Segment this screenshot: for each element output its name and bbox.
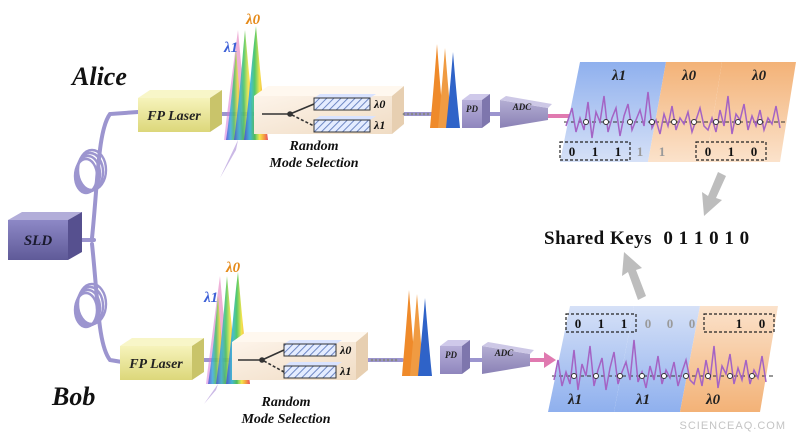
alice-adc-label: ADC	[512, 102, 533, 112]
alice-bit-7: 1	[728, 144, 735, 159]
alice-panel-lambda1	[560, 62, 666, 162]
shared-keys-label: Shared Keys	[544, 228, 653, 249]
alice-signal-panel: λ1 λ0 λ0 0 1 1 1 1 0 1 0	[559, 62, 796, 162]
bob-lambda1-label: λ1	[203, 290, 218, 306]
bob-pd-label: PD	[445, 350, 457, 360]
alice-bit-5: 1	[659, 144, 666, 159]
bob-bit-2: 1	[598, 316, 605, 331]
sld-source: SLD	[8, 212, 82, 260]
fiber-coil-alice	[73, 148, 108, 195]
bob-signal-trace	[553, 339, 767, 391]
bob-selector-caption: Random Mode Selection	[216, 394, 356, 428]
alice-grating-lambda0	[313, 94, 376, 111]
alice-selector-caption-line2: Mode Selection	[269, 156, 359, 171]
alice-photodetector: PD	[462, 94, 490, 128]
alice-bits-box-2	[695, 141, 767, 161]
alice-selector-lambda0: λ0	[373, 97, 385, 111]
bob-mode-selector: λ0 λ1	[232, 332, 368, 380]
alice-mode-selector: λ0 λ1	[254, 86, 404, 134]
shared-keys-value: 0 1 1 0 1 0	[663, 228, 750, 249]
sld-label: SLD	[24, 233, 53, 249]
alice-bit-3: 1	[615, 144, 622, 159]
bob-bit-1: 0	[575, 316, 582, 331]
alice-pd-label: PD	[466, 104, 478, 114]
bob-signal-panel: 0 1 1 0 0 0 1 0 λ1 λ1 λ0	[548, 306, 778, 412]
bob-bits-box-1	[565, 313, 637, 333]
fiber-to-alice	[90, 110, 140, 240]
alice-signal-trace	[565, 91, 781, 139]
alice-panel-lambda0-b	[706, 62, 796, 162]
alice-to-keys-arrow	[702, 172, 726, 216]
alice-sample-markers	[583, 119, 763, 125]
alice-bit-1: 0	[569, 144, 576, 159]
alice-selector-caption: Random Mode Selection	[244, 138, 384, 172]
bob-dots	[370, 358, 398, 362]
bob-pulses	[402, 290, 432, 376]
bob-selector-lambda1: λ1	[339, 364, 351, 378]
bob-bit-8: 0	[759, 316, 766, 331]
bob-selector-lambda0: λ0	[339, 343, 351, 357]
alice-bits-box-1	[559, 141, 631, 161]
bob-adc-label: ADC	[494, 348, 515, 358]
alice-panel-label-3: λ0	[751, 68, 767, 84]
bob-spectrum: λ1 λ0	[203, 260, 250, 404]
bob-panel-label-1: λ1	[567, 392, 582, 408]
alice-lambda1-label: λ1	[223, 40, 238, 56]
alice-selector-lambda1: λ1	[373, 118, 385, 132]
alice-grating-lambda1	[313, 116, 376, 133]
alice-fp-laser: FP Laser	[138, 90, 222, 132]
bob-to-keys-arrow	[622, 252, 646, 300]
alice-title: Alice	[72, 62, 127, 91]
bob-grating-lambda1	[283, 362, 342, 379]
bob-panel-label-2: λ1	[635, 392, 650, 408]
alice-fp-laser-label: FP Laser	[146, 109, 201, 124]
bob-photodetector: PD	[440, 340, 470, 374]
bob-fp-laser-label: FP Laser	[128, 357, 183, 372]
bob-adc: ADC	[482, 342, 556, 374]
alice-bit-6: 0	[705, 144, 712, 159]
alice-dots	[402, 112, 430, 116]
bob-bit-6: 0	[689, 316, 696, 331]
bob-adc-arrow	[530, 352, 556, 368]
alice-selector-caption-line1: Random	[289, 139, 339, 154]
watermark: SCIENCEAQ.COM	[679, 420, 786, 432]
bob-fp-laser: FP Laser	[120, 338, 204, 380]
bob-bit-7: 1	[736, 316, 743, 331]
alice-bit-2: 1	[592, 144, 599, 159]
alice-panel-label-2: λ0	[681, 68, 697, 84]
alice-pulses	[430, 44, 460, 128]
alice-lambda0-label: λ0	[245, 12, 261, 28]
fiber-coil-bob	[73, 282, 108, 329]
bob-grating-lambda0	[283, 340, 342, 357]
alice-panel-label-1: λ1	[611, 68, 626, 84]
alice-bit-8: 0	[751, 144, 758, 159]
alice-panel-lambda0-a	[648, 62, 722, 162]
alice-bit-4: 1	[637, 144, 644, 159]
bob-selector-caption-line2: Mode Selection	[241, 412, 331, 427]
bob-title: Bob	[52, 382, 96, 411]
bob-bit-3: 1	[621, 316, 628, 331]
bob-panel-label-3: λ0	[705, 392, 721, 408]
bob-sample-markers	[571, 373, 755, 379]
shared-keys: Shared Keys 0 1 1 0 1 0	[544, 228, 750, 250]
bob-lambda0-label: λ0	[225, 260, 241, 276]
bob-bits-box-2	[703, 313, 775, 333]
bob-bit-4: 0	[645, 316, 652, 331]
fiber-to-bob	[90, 242, 124, 364]
bob-selector-caption-line1: Random	[261, 395, 311, 410]
bob-bit-5: 0	[667, 316, 674, 331]
